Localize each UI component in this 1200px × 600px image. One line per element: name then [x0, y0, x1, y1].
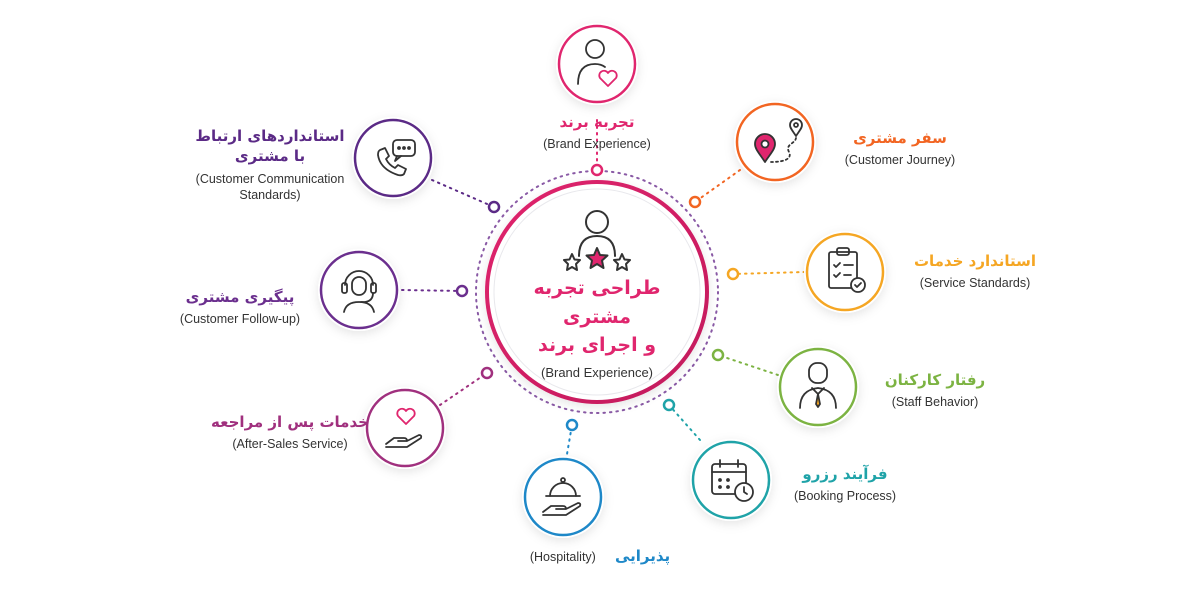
label-staff-en: (Staff Behavior): [891, 395, 979, 410]
node-aftersales-dot: [480, 366, 494, 380]
label-hospitality-en: (Hospitality): [529, 550, 596, 564]
phone-chat-icon: [377, 139, 416, 177]
label-service: استاندارد خدمات (Service Standards): [895, 251, 1055, 292]
connector-journey: [694, 169, 741, 203]
center-title-line2: و اجرای برند: [537, 334, 657, 356]
center-subtitle: (Brand Experience): [541, 364, 653, 380]
label-journey: سفر مشتری (Customer Journey): [820, 128, 980, 169]
connector-followup: [401, 289, 463, 292]
label-communication-en2: Standards): [239, 188, 301, 203]
label-communication-fa1: استانداردهای ارتباط: [195, 127, 345, 145]
hand-heart-icon: [385, 407, 423, 448]
node-hospitality-dot: [565, 418, 579, 432]
node-staff: [711, 346, 859, 428]
node-staff-dot: [711, 348, 725, 362]
node-journey-dot: [688, 195, 702, 209]
map-route-pin-icon: [754, 118, 803, 163]
label-communication: استانداردهای ارتباط با مشتری (Customer C…: [170, 126, 370, 204]
headset-support-icon: [341, 270, 377, 313]
center-title-line1: طراحی تجربه مشتری: [533, 277, 661, 328]
user-rating-stars-icon: [563, 210, 631, 271]
node-journey: [688, 101, 816, 209]
node-hospitality: [522, 418, 604, 538]
label-service-en: (Service Standards): [919, 276, 1031, 291]
connector-aftersales: [439, 372, 488, 406]
serving-cloche-icon: [542, 477, 582, 516]
label-followup-en: (Customer Follow-up): [179, 312, 301, 327]
label-aftersales-fa: خدمات پس از مراجعه: [211, 413, 369, 431]
connector-hospitality: [565, 424, 573, 461]
label-communication-fa2: با مشتری: [234, 147, 306, 166]
node-brand-dot: [590, 163, 604, 177]
connector-staff: [717, 354, 779, 376]
node-communication-dot: [487, 200, 501, 214]
label-booking-fa: فرآیند رزرو: [802, 465, 888, 483]
label-followup-fa: پیگیری مشتری: [185, 288, 295, 306]
center-hub: [475, 170, 719, 414]
label-journey-fa: سفر مشتری: [853, 129, 947, 147]
label-followup: پیگیری مشتری (Customer Follow-up): [160, 287, 320, 328]
calendar-clock-icon: [711, 459, 754, 502]
node-communication: [352, 117, 501, 214]
connector-booking: [668, 404, 701, 441]
label-aftersales-en: (After-Sales Service): [232, 437, 348, 452]
node-service: [726, 231, 886, 313]
clipboard-check-icon: [828, 247, 866, 293]
label-journey-en: (Customer Journey): [844, 153, 956, 168]
staff-tie-icon: [799, 362, 837, 409]
connector-communication: [431, 179, 495, 208]
connector-service: [732, 271, 806, 275]
label-brand-en: (Brand Experience): [543, 137, 651, 152]
node-service-dot: [726, 267, 740, 281]
label-hospitality-fa: پذیرایی: [614, 547, 671, 565]
label-hospitality: (Hospitality) پذیرایی: [500, 545, 700, 567]
label-staff: رفتار کارکنان (Staff Behavior): [860, 370, 1010, 411]
label-staff-fa: رفتار کارکنان: [884, 371, 986, 389]
label-booking: فرآیند رزرو (Booking Process): [770, 464, 920, 505]
node-booking: [662, 398, 772, 521]
node-followup: [318, 249, 469, 331]
connectors: [401, 119, 806, 461]
user-heart-icon: [577, 39, 618, 87]
label-service-fa: استاندارد خدمات: [913, 252, 1037, 270]
node-followup-dot: [455, 284, 469, 298]
node-aftersales: [364, 366, 494, 469]
label-brand-fa: تجربه برند: [559, 113, 635, 131]
label-booking-en: (Booking Process): [793, 489, 897, 504]
center-label: طراحی تجربه مشتری و اجرای برند (Brand Ex…: [497, 274, 697, 381]
label-communication-en1: (Customer Communication: [195, 171, 345, 186]
node-brand: [556, 23, 638, 177]
node-booking-dot: [662, 398, 676, 412]
label-brand: تجربه برند (Brand Experience): [497, 112, 697, 153]
label-aftersales: خدمات پس از مراجعه (After-Sales Service): [200, 412, 380, 453]
